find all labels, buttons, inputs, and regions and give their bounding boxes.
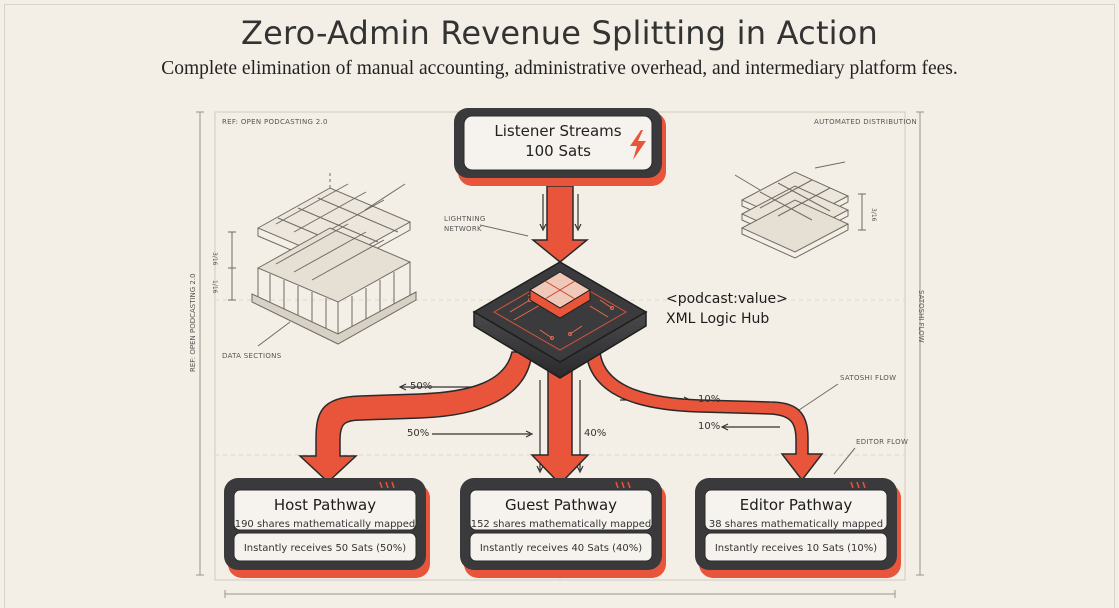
host-pathway-title: Host Pathway — [273, 496, 377, 514]
editor-percent-lower: 10% — [698, 421, 721, 432]
automated-distribution-label: AUTOMATED DISTRIBUTION — [814, 118, 918, 126]
guest-receives-text: Instantly receives 40 Sats (40%) — [479, 543, 643, 554]
hub-tag-label: <podcast:value> — [666, 291, 788, 307]
guest-pathway-title: Guest Pathway — [504, 496, 618, 514]
satoshi-vertical-label: SATOSHI FLOW — [917, 290, 925, 343]
editor-pathway-title: Editor Pathway — [739, 496, 853, 514]
editor-percent-upper: 10% — [698, 394, 721, 405]
guest-shares-text: 152 shares mathematically mapped — [470, 519, 652, 530]
dimension-label-c: 3/16 — [870, 208, 877, 222]
dimension-label-a: 3/16 — [211, 252, 218, 266]
host-shares-text: 190 shares mathematically mapped — [234, 519, 416, 530]
lightning-bolt-icon — [630, 130, 646, 160]
annotation-leaders — [479, 224, 856, 475]
guest-card-shape — [460, 478, 666, 578]
dimension-label-b: 1/16 — [211, 280, 218, 294]
stacked-layers-sketch — [734, 161, 866, 259]
listener-streams-card — [454, 108, 666, 186]
lightning-network-label: LIGHTNING NETWORK — [444, 215, 486, 233]
editor-flow-label: EDITOR FLOW — [856, 438, 909, 446]
page-frame — [4, 4, 1115, 608]
listener-streams-title: Listener Streams — [494, 122, 622, 140]
host-card-shape — [224, 478, 430, 578]
host-pathway-card: Host Pathway 190 shares mathematically m… — [234, 496, 416, 554]
satoshi-flow-label: SATOSHI FLOW — [840, 374, 897, 382]
editor-receives-text: Instantly receives 10 Sats (10%) — [714, 543, 878, 554]
page-subtitle: Complete elimination of manual accountin… — [161, 58, 958, 79]
data-sections-label: DATA SECTIONS — [222, 352, 282, 360]
guest-percent: 40% — [584, 428, 607, 439]
guest-pathway-card: Guest Pathway 152 shares mathematically … — [470, 496, 652, 554]
page-title: Zero-Admin Revenue Splitting in Action — [240, 14, 879, 52]
hub-text: <podcast:value> XML Logic Hub — [666, 289, 788, 329]
xml-logic-hub-chip — [472, 261, 648, 379]
host-percent-lower: 50% — [407, 428, 430, 439]
satoshi-flow-bands — [298, 185, 824, 486]
host-receives-text: Instantly receives 50 Sats (50%) — [243, 543, 407, 554]
editor-shares-text: 38 shares mathematically mapped — [708, 519, 884, 530]
host-percent-upper: 50% — [410, 381, 433, 392]
editor-card-shape — [695, 478, 901, 578]
listener-streams-amount: 100 Sats — [525, 142, 591, 160]
ref-vertical-label: REF: OPEN PODCASTING 2.0 — [189, 273, 197, 372]
data-sections-sketch — [228, 172, 417, 347]
editor-pathway-card: Editor Pathway 38 shares mathematically … — [705, 496, 887, 554]
hub-name-label: XML Logic Hub — [666, 311, 770, 327]
listener-streams-text: Listener Streams 100 Sats — [464, 122, 652, 160]
ref-top-label: REF: OPEN PODCASTING 2.0 — [222, 118, 328, 126]
